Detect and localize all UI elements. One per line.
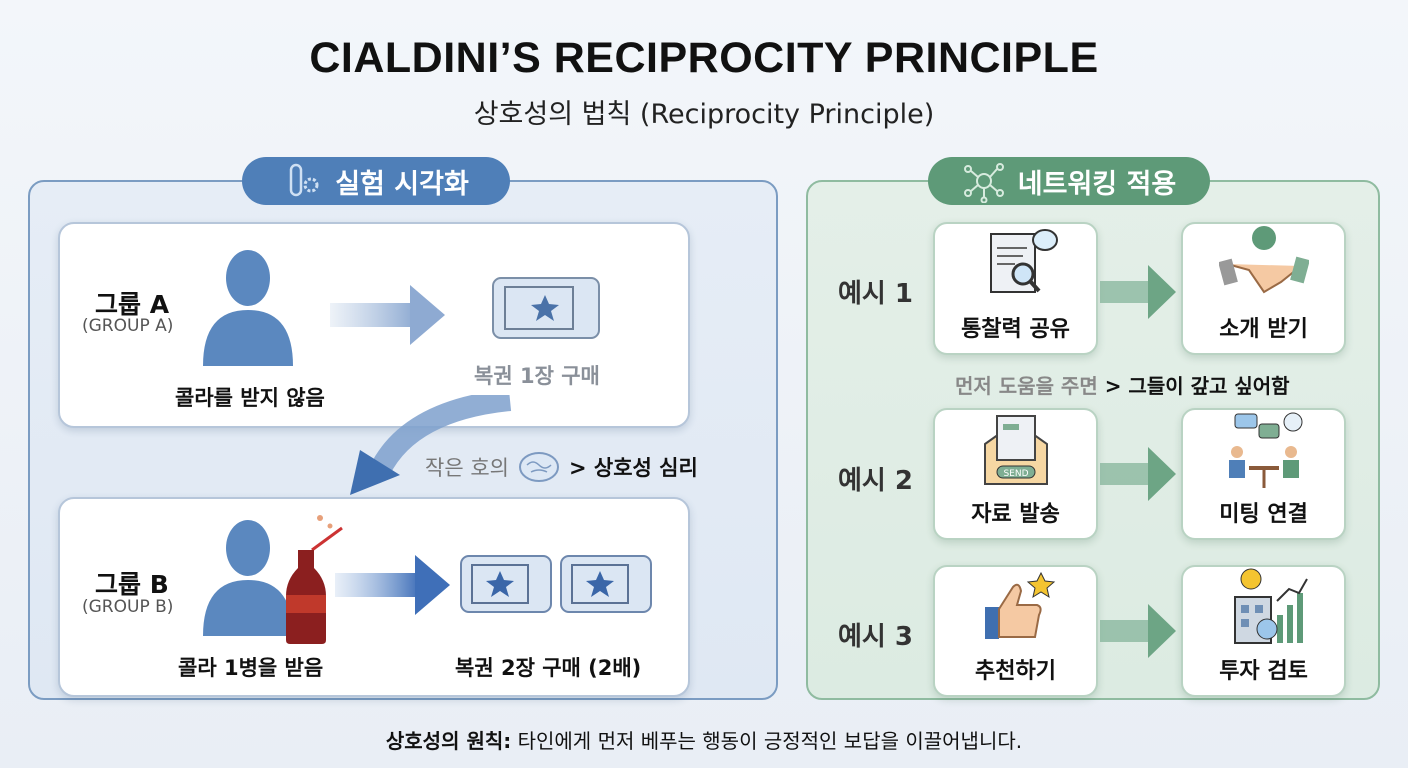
example-1-outcome: 소개 받기: [1219, 317, 1308, 342]
example-1-label: 예시 1: [838, 279, 913, 309]
meeting-icon: [1228, 412, 1302, 488]
person-icon: [203, 250, 293, 366]
document-search-icon: [989, 229, 1058, 293]
footer-bold: 상호성의 원칙:: [385, 729, 512, 753]
transition-right: > 상호성 심리: [568, 456, 698, 480]
thumbs-up-star-icon: [984, 571, 1055, 639]
lottery-ticket-icon: [492, 277, 600, 339]
group-b-en: (GROUP B): [82, 597, 174, 617]
footer-principle: 상호성의 원칙: 타인에게 먼저 베푸는 행동이 긍정적인 보답을 이끌어냅니다…: [0, 725, 1408, 754]
example-2-action-card: SEND 자료 발송: [933, 408, 1098, 540]
caption-bold: > 그들이 갚고 싶어함: [1104, 374, 1290, 398]
networking-caption: 먼저 도움을 주면 > 그들이 갚고 싶어함: [955, 370, 1290, 399]
footer-text: 타인에게 먼저 베푸는 행동이 긍정적인 보답을 이끌어냅니다.: [511, 729, 1023, 753]
main-title: CIALDINI’S RECIPROCITY PRINCIPLE: [309, 34, 1099, 82]
investment-building-icon: [1233, 568, 1308, 644]
send-label: SEND: [1003, 469, 1028, 479]
group-b-result: 복권 2장 구매 (2배): [455, 656, 642, 680]
example-3-outcome-card: 투자 검토: [1181, 565, 1346, 697]
brain-icon: [518, 452, 559, 482]
group-a-en: (GROUP A): [82, 316, 174, 336]
group-b-name: 그룹 B: [95, 570, 169, 599]
group-b-condition: 콜라 1병을 받음: [178, 656, 324, 680]
networking-badge-label: 네트워킹 적용: [1017, 168, 1177, 200]
example-3-action-card: 추천하기: [933, 565, 1098, 697]
send-mail-icon: SEND: [983, 415, 1048, 485]
experiment-badge: 실험 시각화: [242, 157, 510, 205]
example-2-action: 자료 발송: [971, 502, 1060, 527]
arrow-right-icon: [335, 555, 450, 615]
caption-light: 먼저 도움을 주면: [955, 374, 1098, 398]
example-1-action-card: 통찰력 공유: [933, 222, 1098, 355]
curved-arrow-icon: [350, 395, 512, 495]
example-3-label: 예시 3: [838, 622, 913, 652]
arrow-right-icon: [1100, 604, 1176, 658]
example-2-label: 예시 2: [838, 466, 913, 496]
example-2-outcome-card: 미팅 연결: [1181, 408, 1346, 540]
group-a-condition: 콜라를 받지 않음: [175, 386, 325, 410]
group-a-result: 복권 1장 구매: [474, 364, 600, 388]
network-icon: [963, 163, 1004, 203]
example-3-action: 추천하기: [975, 659, 1056, 684]
experiment-badge-label: 실험 시각화: [335, 168, 469, 200]
networking-badge: 네트워킹 적용: [928, 157, 1210, 205]
person-icon: [203, 520, 293, 636]
lottery-ticket-icon: [460, 555, 552, 613]
lottery-ticket-icon: [560, 555, 652, 613]
transition-label: 작은 호의 > 상호성 심리: [425, 450, 698, 484]
example-1-outcome-card: 소개 받기: [1181, 222, 1346, 355]
arrow-right-icon: [1100, 265, 1176, 319]
example-3-outcome: 투자 검토: [1219, 659, 1308, 684]
example-1-action: 통찰력 공유: [961, 317, 1070, 342]
arrow-right-icon: [1100, 447, 1176, 501]
handshake-icon: [1218, 226, 1309, 294]
transition-left: 작은 호의: [425, 456, 509, 480]
cola-bottle-icon: [286, 515, 343, 644]
arrow-right-icon: [330, 285, 445, 345]
test-tube-gear-icon: [289, 163, 319, 197]
subtitle: 상호성의 법칙 (Reciprocity Principle): [473, 99, 935, 130]
example-2-outcome: 미팅 연결: [1219, 502, 1308, 527]
group-a-name: 그룹 A: [95, 290, 170, 319]
